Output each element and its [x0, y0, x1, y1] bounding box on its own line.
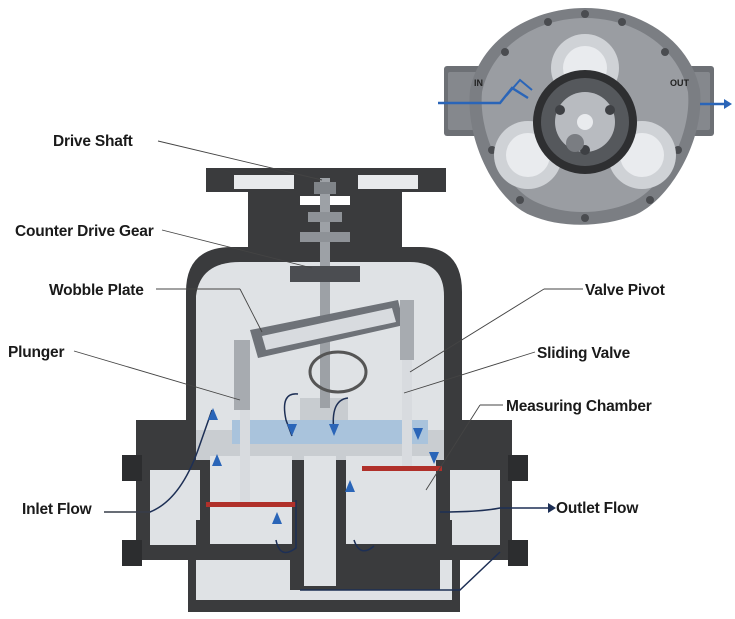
- label-sliding-valve: Sliding Valve: [537, 345, 631, 362]
- cross-section-illustration: [104, 168, 556, 612]
- leader-lines: [73, 140, 583, 513]
- label-outlet-flow: Outlet Flow: [556, 500, 639, 517]
- label-measuring-chamber: Measuring Chamber: [506, 398, 652, 415]
- label-wobble-plate: Wobble Plate: [49, 282, 144, 299]
- out-label: OUT: [670, 78, 690, 88]
- label-plunger: Plunger: [8, 344, 64, 361]
- top-view-illustration: IN OUT: [438, 8, 732, 225]
- label-inlet-flow: Inlet Flow: [22, 501, 93, 518]
- label-drive-shaft: Drive Shaft: [53, 133, 133, 150]
- label-counter-drive-gear: Counter Drive Gear: [15, 223, 154, 240]
- label-valve-pivot: Valve Pivot: [585, 282, 665, 299]
- in-label: IN: [474, 78, 483, 88]
